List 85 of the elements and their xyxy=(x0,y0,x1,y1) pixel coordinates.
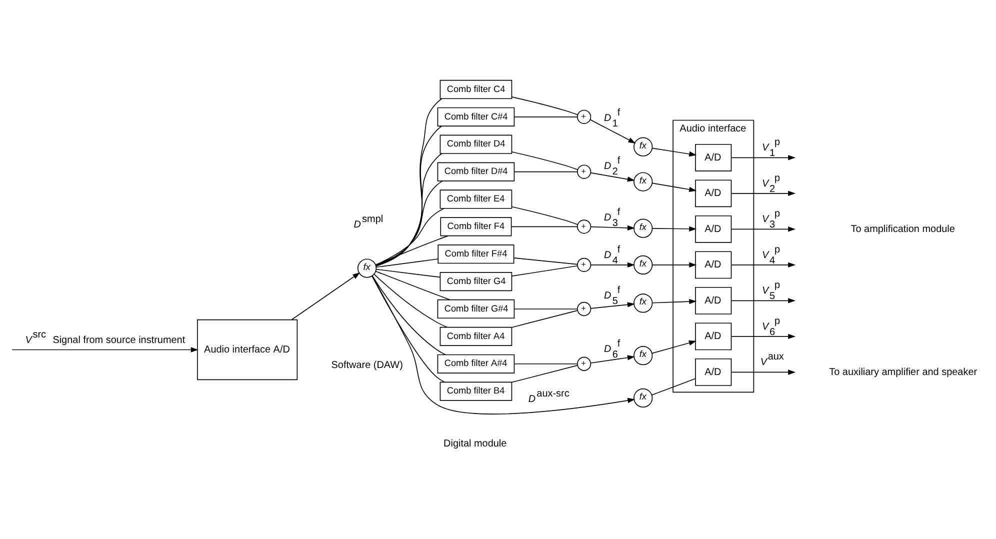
node-box: Comb filter F4 xyxy=(440,217,512,236)
connector xyxy=(375,236,448,266)
arrow xyxy=(590,225,635,231)
node-box: Comb filter B4 xyxy=(440,382,512,401)
arrow xyxy=(652,262,697,268)
node-box: Comb filter G4 xyxy=(440,272,512,292)
node-box: Comb filter C4 xyxy=(440,80,512,100)
node-circle: + xyxy=(577,164,592,179)
node-box: A/D xyxy=(695,215,732,243)
node-circle: fx xyxy=(634,294,653,313)
node-box: A/D xyxy=(695,322,732,350)
arrow xyxy=(731,190,796,196)
node-circle: + xyxy=(577,302,592,316)
connector xyxy=(651,378,696,396)
connector xyxy=(375,180,443,266)
arrow xyxy=(652,298,697,304)
arrow xyxy=(590,262,635,268)
connector xyxy=(376,98,442,266)
connector xyxy=(511,96,578,116)
connector xyxy=(376,268,441,278)
label: To auxiliary amplifier and speaker xyxy=(829,366,978,378)
arrow xyxy=(652,182,697,192)
arrow xyxy=(731,298,796,304)
node-circle: fx xyxy=(634,255,653,274)
arrow xyxy=(731,155,796,160)
label: Software (DAW) xyxy=(331,360,403,372)
node-circle: + xyxy=(577,110,592,124)
node-box: A/D xyxy=(695,286,732,314)
node-circle: + xyxy=(577,220,592,234)
node-circle: fx xyxy=(634,218,653,238)
arrow xyxy=(291,272,360,320)
node-box: A/D xyxy=(695,180,732,208)
connector xyxy=(514,308,578,310)
node-box: Comb filter C#4 xyxy=(437,107,515,126)
arrow xyxy=(590,172,635,182)
node-box: Comb filter D4 xyxy=(440,134,512,154)
arrow xyxy=(590,302,635,309)
node-circle: fx xyxy=(634,172,653,192)
node-box: Comb filter E4 xyxy=(440,190,512,209)
connector xyxy=(514,257,578,265)
connector xyxy=(375,208,444,266)
node-circle: fx xyxy=(357,258,377,278)
connector xyxy=(376,153,442,266)
connector xyxy=(512,365,578,383)
connector xyxy=(511,151,578,170)
node-circle: + xyxy=(577,356,592,371)
label: Digital module xyxy=(444,438,507,450)
node-box: Comb filter A#4 xyxy=(437,354,515,374)
arrow xyxy=(590,355,635,364)
node-box: A/D xyxy=(695,358,732,386)
node-box: Comb filter A4 xyxy=(440,326,512,346)
connector xyxy=(511,206,578,225)
connector xyxy=(376,126,442,266)
connector xyxy=(374,274,448,328)
connector xyxy=(512,265,578,276)
label: To amplification module xyxy=(850,224,955,235)
node-box: Comb filter D#4 xyxy=(437,162,515,182)
node-box: Comb filter F#4 xyxy=(438,244,514,264)
arrow xyxy=(731,334,796,340)
connector xyxy=(514,363,578,364)
connector xyxy=(372,276,445,383)
node-circle: + xyxy=(577,258,592,272)
node-box: A/D xyxy=(695,144,732,172)
node-circle: fx xyxy=(634,137,653,156)
node-circle: fx xyxy=(634,388,653,408)
connector xyxy=(512,310,578,328)
arrow xyxy=(372,275,636,414)
connector xyxy=(514,171,578,172)
node-circle: fx xyxy=(634,346,653,366)
arrow xyxy=(731,370,796,375)
arrow xyxy=(731,226,796,232)
connector xyxy=(376,258,438,268)
node-box: A/D xyxy=(695,251,732,279)
node-box: Audio interface A/D xyxy=(196,319,298,380)
arrow xyxy=(12,347,198,352)
connector xyxy=(376,270,450,300)
arrow xyxy=(652,340,696,354)
connector xyxy=(510,226,578,228)
node-box: Comb filter G#4 xyxy=(437,299,515,319)
arrow xyxy=(590,119,636,144)
arrow xyxy=(652,148,697,157)
connector xyxy=(372,275,446,356)
arrow xyxy=(731,262,796,268)
arrow xyxy=(652,226,697,232)
connector xyxy=(514,116,578,118)
